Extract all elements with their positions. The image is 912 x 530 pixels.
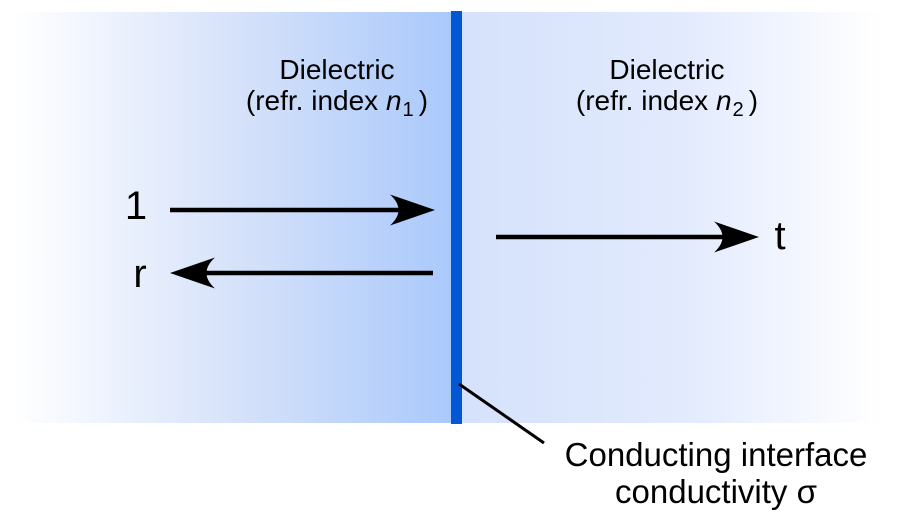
interface-caption-line2: conductivity σ bbox=[565, 473, 868, 510]
conducting-interface-bar bbox=[451, 11, 462, 424]
region-left-label: Dielectric (refr. index n1) bbox=[245, 54, 429, 121]
reflected-beam-label: r bbox=[133, 252, 147, 296]
refr-index-symbol: n bbox=[385, 85, 402, 116]
region-right-title: Dielectric bbox=[609, 54, 725, 85]
dielectric-region-right bbox=[462, 12, 900, 423]
conductivity-text: conductivity bbox=[615, 473, 797, 510]
sigma-symbol: σ bbox=[796, 473, 817, 510]
region-right-refraction: (refr. index n2) bbox=[575, 85, 759, 121]
refr-suffix: ) bbox=[418, 85, 429, 116]
refr-index-subscript: 2 bbox=[732, 98, 744, 121]
region-left-title: Dielectric bbox=[279, 54, 395, 85]
refr-suffix: ) bbox=[748, 85, 759, 116]
refr-prefix: (refr. index bbox=[575, 85, 716, 116]
interface-caption: Conducting interface conductivity σ bbox=[565, 436, 868, 510]
refr-index-subscript: 1 bbox=[402, 98, 414, 121]
refr-prefix: (refr. index bbox=[245, 85, 386, 116]
interface-caption-line1: Conducting interface bbox=[564, 436, 868, 473]
incident-beam-label: 1 bbox=[124, 184, 148, 228]
region-left-refraction: (refr. index n1) bbox=[245, 85, 429, 121]
transmitted-beam-label: t bbox=[774, 214, 786, 258]
refr-index-symbol: n bbox=[715, 85, 732, 116]
region-right-label: Dielectric (refr. index n2) bbox=[575, 54, 759, 121]
dielectric-region-left bbox=[12, 12, 451, 423]
